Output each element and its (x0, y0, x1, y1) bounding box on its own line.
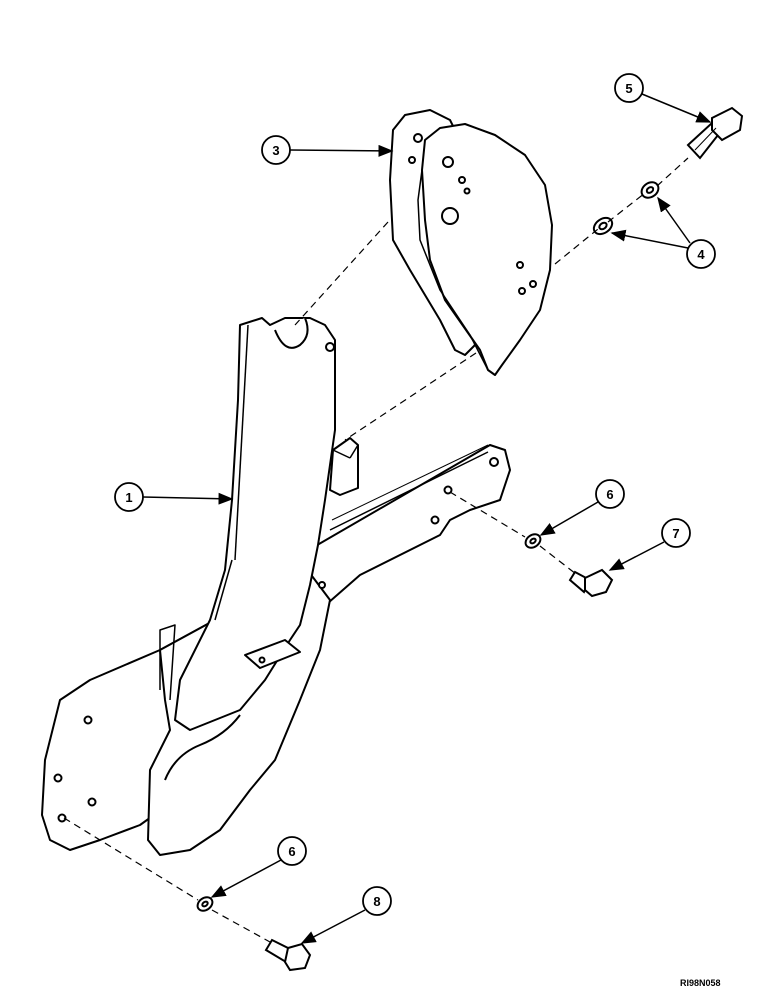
svg-text:7: 7 (672, 526, 679, 541)
svg-text:6: 6 (606, 487, 613, 502)
reference-code: RI98N058 (680, 978, 721, 988)
washer-part-4-lower (592, 216, 614, 236)
bolt-part-7 (568, 568, 614, 598)
upright-hole (325, 342, 335, 352)
callout-6-upper: 6 (539, 479, 625, 536)
callout-7: 7 (608, 518, 691, 571)
callout-4: 4 (610, 196, 716, 269)
svg-text:8: 8 (373, 894, 380, 909)
bolt-part-5 (686, 106, 744, 160)
callout-6-lower: 6 (210, 836, 307, 898)
svg-text:1: 1 (125, 490, 132, 505)
bolt-part-8 (264, 938, 312, 972)
washer-part-6-lower (196, 896, 214, 912)
plate-hole-large (441, 207, 459, 225)
upright-slot (274, 317, 309, 349)
callout-8: 8 (300, 886, 392, 944)
callout-5: 5 (614, 73, 712, 123)
side-plate-front (421, 123, 553, 376)
bracket-part-1 (41, 317, 511, 856)
washer-part-4-upper (640, 181, 660, 199)
washer-part-6-upper (524, 533, 542, 549)
assembly-lines (63, 157, 689, 943)
svg-text:6: 6 (288, 844, 295, 859)
svg-text:4: 4 (697, 247, 705, 262)
side-plate-part-3 (389, 109, 553, 376)
callout-3: 3 (261, 135, 394, 165)
plate-hole-top (442, 156, 454, 168)
svg-text:3: 3 (272, 143, 279, 158)
spacer-block (329, 437, 359, 496)
callout-1: 1 (114, 482, 234, 512)
svg-text:5: 5 (625, 81, 632, 96)
